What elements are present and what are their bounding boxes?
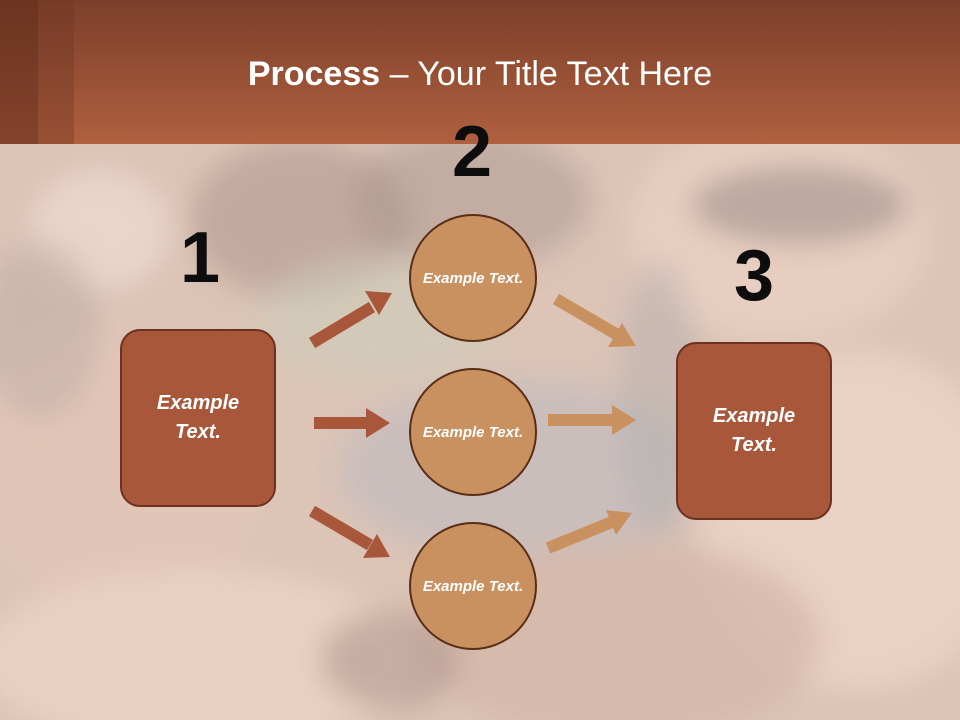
step-2-circle-2-text: Example Text. <box>422 423 524 441</box>
step-2-circle-1-text: Example Text. <box>422 269 524 287</box>
step-2-circle-2: Example Text. <box>409 368 537 496</box>
step-1-box: Example Text. <box>120 329 276 507</box>
step-2-circle-1: Example Text. <box>409 214 537 342</box>
step-3-text: Example Text. <box>712 405 796 456</box>
title-rest: – Your Title Text Here <box>380 55 713 93</box>
step-1-text: Example Text. <box>156 392 240 443</box>
title-bold: Process <box>247 55 381 93</box>
step-number-2: 2 <box>451 112 493 192</box>
step-2-circle-3-text: Example Text. <box>422 577 524 595</box>
slide-title: Process – Your Title Text Here <box>0 52 960 96</box>
step-2-circle-3: Example Text. <box>409 522 537 650</box>
step-3-box: Example Text. <box>676 342 832 520</box>
step-number-3: 3 <box>733 236 775 316</box>
step-number-1: 1 <box>179 218 221 298</box>
